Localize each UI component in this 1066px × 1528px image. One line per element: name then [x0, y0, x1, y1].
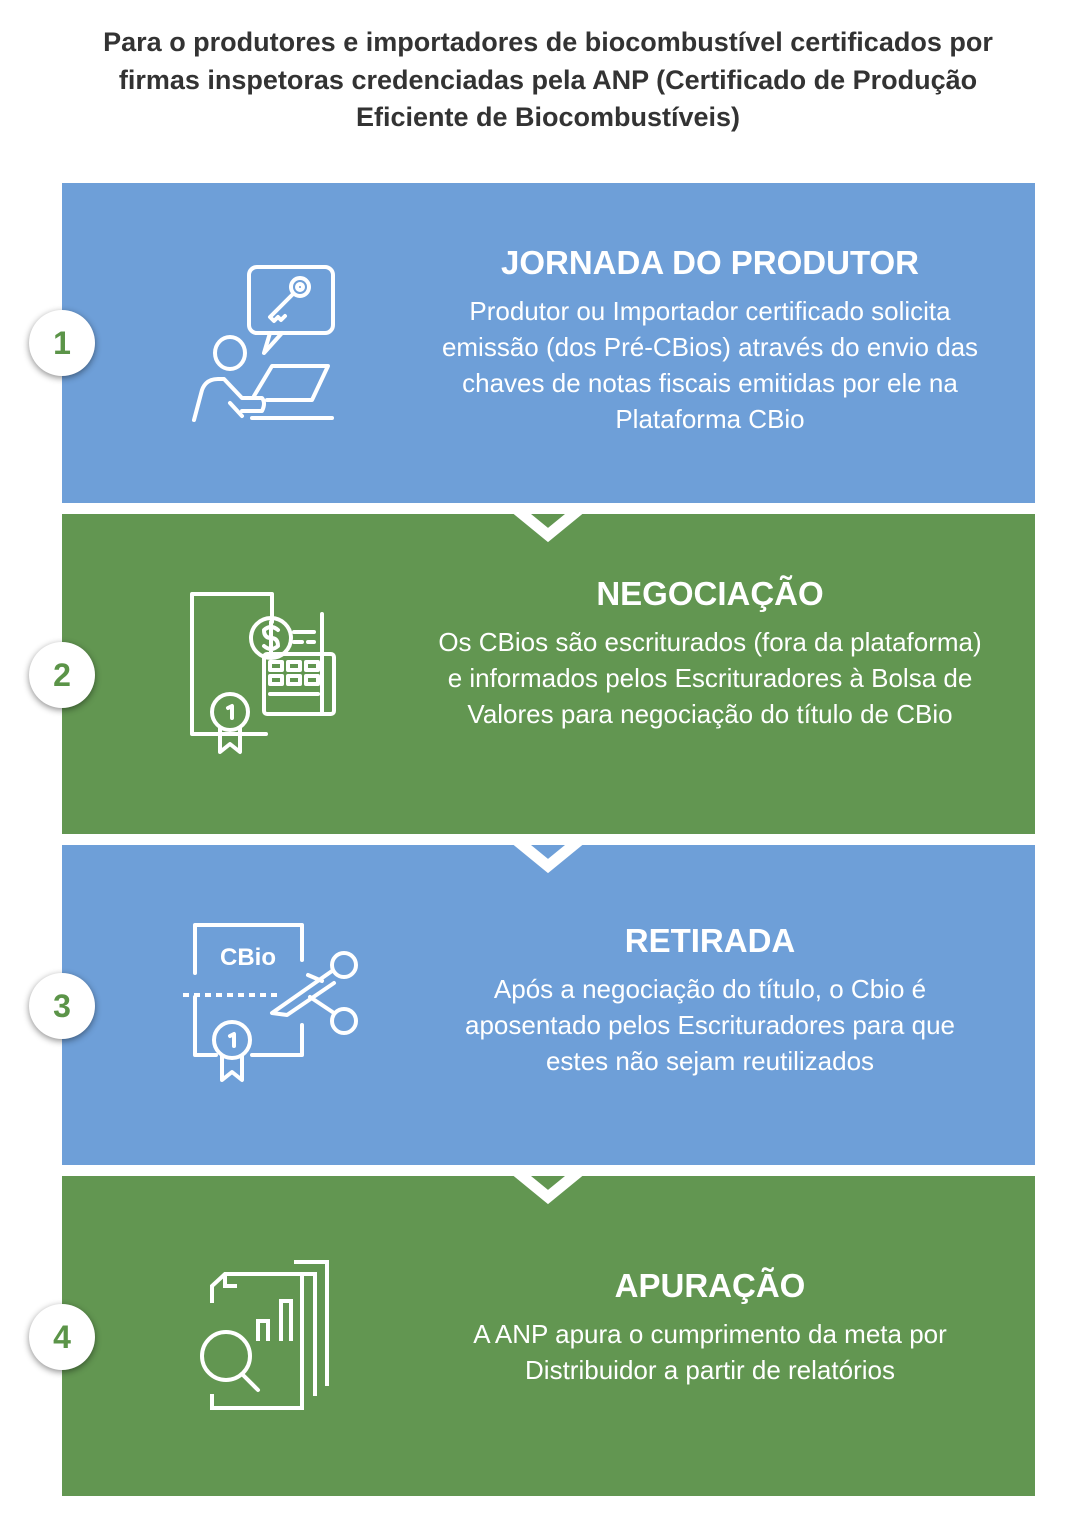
- step-heading: JORNADA DO PRODUTOR: [500, 244, 920, 281]
- step-panel-2: NEGOCIAÇÃO Os CBios são escriturados (fo…: [62, 514, 1035, 834]
- certificate-invoice-dollar-icon: [190, 592, 336, 754]
- step-body: Após a negociação do título, o Cbio é ap…: [465, 974, 955, 1076]
- step-text-1: JORNADA DO PRODUTOR Produtor ou Importad…: [432, 243, 988, 437]
- step-text-4: APURAÇÃO A ANP apura o cumprimento da me…: [432, 1266, 988, 1388]
- step-panel-1: JORNADA DO PRODUTOR Produtor ou Importad…: [62, 183, 1035, 503]
- step-body: Produtor ou Importador certificado solic…: [441, 296, 979, 434]
- step-number-1: 1: [29, 310, 95, 376]
- step-heading: APURAÇÃO: [614, 1267, 806, 1304]
- step-number-2: 2: [29, 642, 95, 708]
- page-title: Para o produtores e importadores de bioc…: [103, 27, 993, 132]
- step-heading: NEGOCIAÇÃO: [596, 575, 824, 612]
- report-magnifier-icon: [200, 1260, 329, 1410]
- step-number-4: 4: [29, 1304, 95, 1370]
- step-text-3: RETIRADA Após a negociação do título, o …: [432, 921, 988, 1079]
- cbio-icon-label: CBio: [220, 944, 276, 971]
- step-heading: RETIRADA: [624, 922, 796, 959]
- step-body: Os CBios são escriturados (fora da plata…: [438, 627, 982, 729]
- step-number-3: 3: [29, 973, 95, 1039]
- certificate-scissors-icon: CBio: [182, 923, 358, 1082]
- step-panel-3: CBio RETIRADA Após a negociação do títul…: [62, 845, 1035, 1165]
- step-panel-4: APURAÇÃO A ANP apura o cumprimento da me…: [62, 1176, 1035, 1496]
- step-text-2: NEGOCIAÇÃO Os CBios são escriturados (fo…: [432, 574, 988, 732]
- person-laptop-key-icon: [192, 265, 335, 422]
- step-body: A ANP apura o cumprimento da meta por Di…: [473, 1319, 947, 1385]
